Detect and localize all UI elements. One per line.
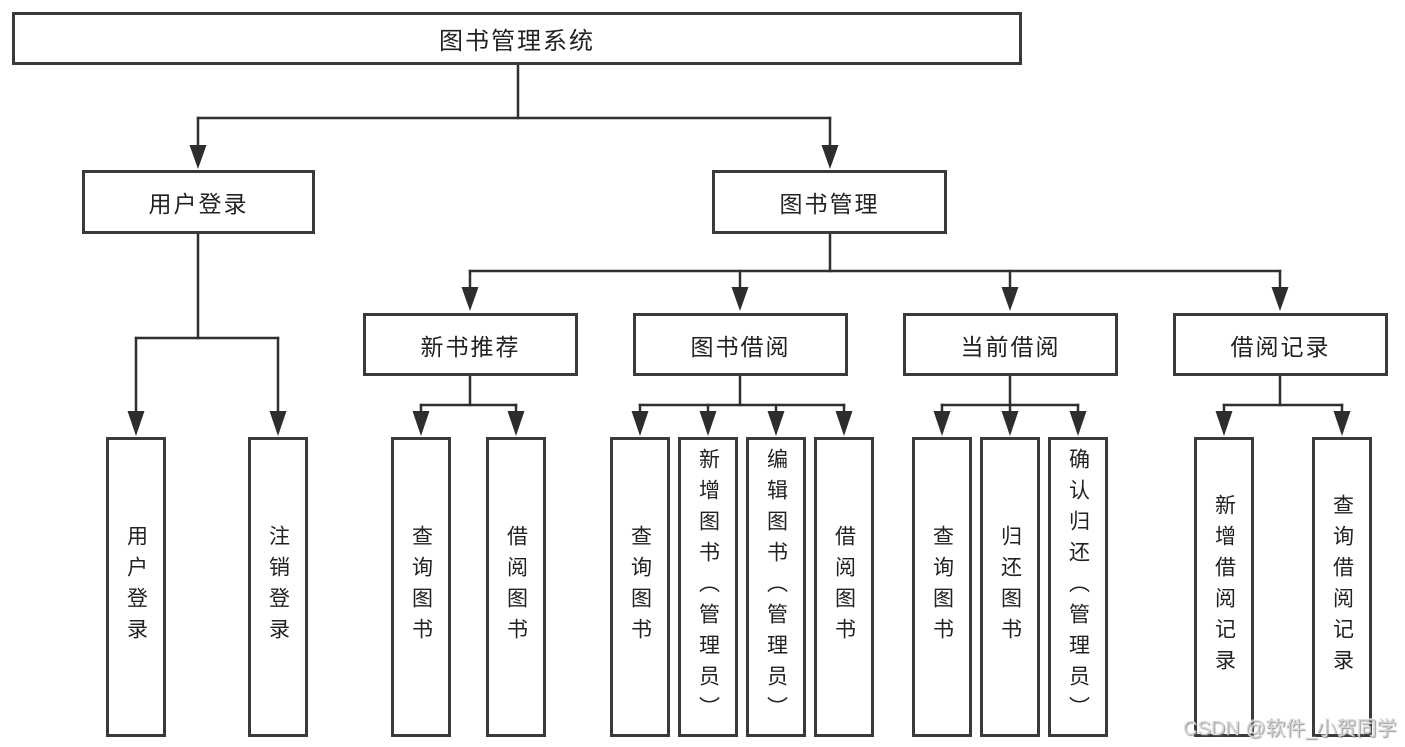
leaf-edit-book-admin-label: 编辑图书（管理员） <box>764 447 788 727</box>
node-current-borrow: 当前借阅 <box>903 313 1118 376</box>
node-book-management: 图书管理 <box>712 170 947 234</box>
leaf-query-books-recommend-label: 查询图书 <box>409 525 433 649</box>
leaf-logout-label: 注销登录 <box>266 525 290 649</box>
node-book-borrow-label: 图书借阅 <box>690 333 791 360</box>
node-root: 图书管理系统 <box>12 12 1022 65</box>
connector <box>134 63 1344 414</box>
leaf-logout: 注销登录 <box>248 437 308 737</box>
node-new-book-recommend: 新书推荐 <box>363 313 578 376</box>
node-borrow-records: 借阅记录 <box>1173 313 1388 376</box>
leaf-user-login: 用户登录 <box>106 437 166 737</box>
leaf-query-books-current-label: 查询图书 <box>930 525 954 649</box>
node-user-login-label: 用户登录 <box>148 191 249 217</box>
leaf-query-books-borrow-label: 查询图书 <box>628 525 652 649</box>
leaf-borrow-books-recommend: 借阅图书 <box>486 437 546 737</box>
node-user-login: 用户登录 <box>82 170 315 234</box>
leaf-confirm-return-admin: 确认归还（管理员） <box>1048 437 1108 737</box>
node-book-borrow: 图书借阅 <box>633 313 848 376</box>
leaf-return-books: 归还图书 <box>980 437 1040 737</box>
node-borrow-records-label: 借阅记录 <box>1230 333 1331 360</box>
leaf-user-login-label: 用户登录 <box>124 525 148 649</box>
leaf-query-borrow-record: 查询借阅记录 <box>1312 437 1372 737</box>
leaf-query-books-borrow: 查询图书 <box>610 437 670 737</box>
leaf-borrow-books: 借阅图书 <box>814 437 874 737</box>
leaf-borrow-books-recommend-label: 借阅图书 <box>504 525 528 649</box>
node-book-management-label: 图书管理 <box>779 191 880 217</box>
node-current-borrow-label: 当前借阅 <box>960 333 1061 360</box>
leaf-return-books-label: 归还图书 <box>998 525 1022 649</box>
leaf-confirm-return-admin-label: 确认归还（管理员） <box>1066 447 1090 727</box>
leaf-edit-book-admin: 编辑图书（管理员） <box>746 437 806 737</box>
leaf-add-borrow-record-label: 新增借阅记录 <box>1212 494 1236 680</box>
leaf-query-borrow-record-label: 查询借阅记录 <box>1330 494 1354 680</box>
leaf-query-books-current: 查询图书 <box>912 437 972 737</box>
watermark: CSDN @软件_小贺同学 <box>1183 718 1397 740</box>
leaf-add-book-admin-label: 新增图书（管理员） <box>696 447 720 727</box>
node-root-label: 图书管理系统 <box>439 28 595 55</box>
leaf-add-book-admin: 新增图书（管理员） <box>678 437 738 737</box>
leaf-query-books-recommend: 查询图书 <box>391 437 451 737</box>
arrow-down-icon <box>127 145 1351 436</box>
leaf-borrow-books-label: 借阅图书 <box>832 525 856 649</box>
leaf-add-borrow-record: 新增借阅记录 <box>1194 437 1254 737</box>
node-new-book-recommend-label: 新书推荐 <box>420 333 521 360</box>
